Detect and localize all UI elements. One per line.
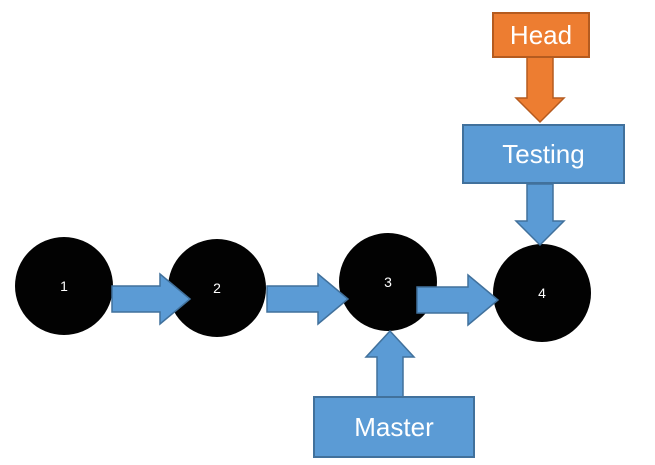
- arrow-right-icon-commit1-commit2: [111, 272, 192, 326]
- commit-node-label: 1: [60, 278, 68, 294]
- commit-node-label: 3: [384, 274, 392, 290]
- arrow-right-icon-commit2-commit3: [266, 272, 350, 326]
- testing-label: Testing: [502, 139, 585, 169]
- arrow-down-icon-testing-commit4: [514, 183, 566, 247]
- commit-node-4: 4: [493, 244, 591, 342]
- arrow-right-icon-commit3-commit4: [416, 273, 500, 327]
- commit-node-1: 1: [15, 237, 113, 335]
- master-label: Master: [354, 412, 434, 442]
- head-label: Head: [509, 20, 573, 50]
- commit-node-label: 4: [538, 285, 546, 301]
- commit-node-3: 3: [339, 233, 437, 331]
- commit-node-2: 2: [168, 239, 266, 337]
- arrow-down-icon-head-testing: [514, 56, 566, 124]
- master-label-box: Master: [313, 396, 475, 458]
- arrow-up-icon-master-commit3: [364, 329, 416, 398]
- testing-label-box: Testing: [462, 124, 625, 184]
- head-label-box: Head: [492, 12, 590, 58]
- commit-node-label: 2: [213, 280, 221, 296]
